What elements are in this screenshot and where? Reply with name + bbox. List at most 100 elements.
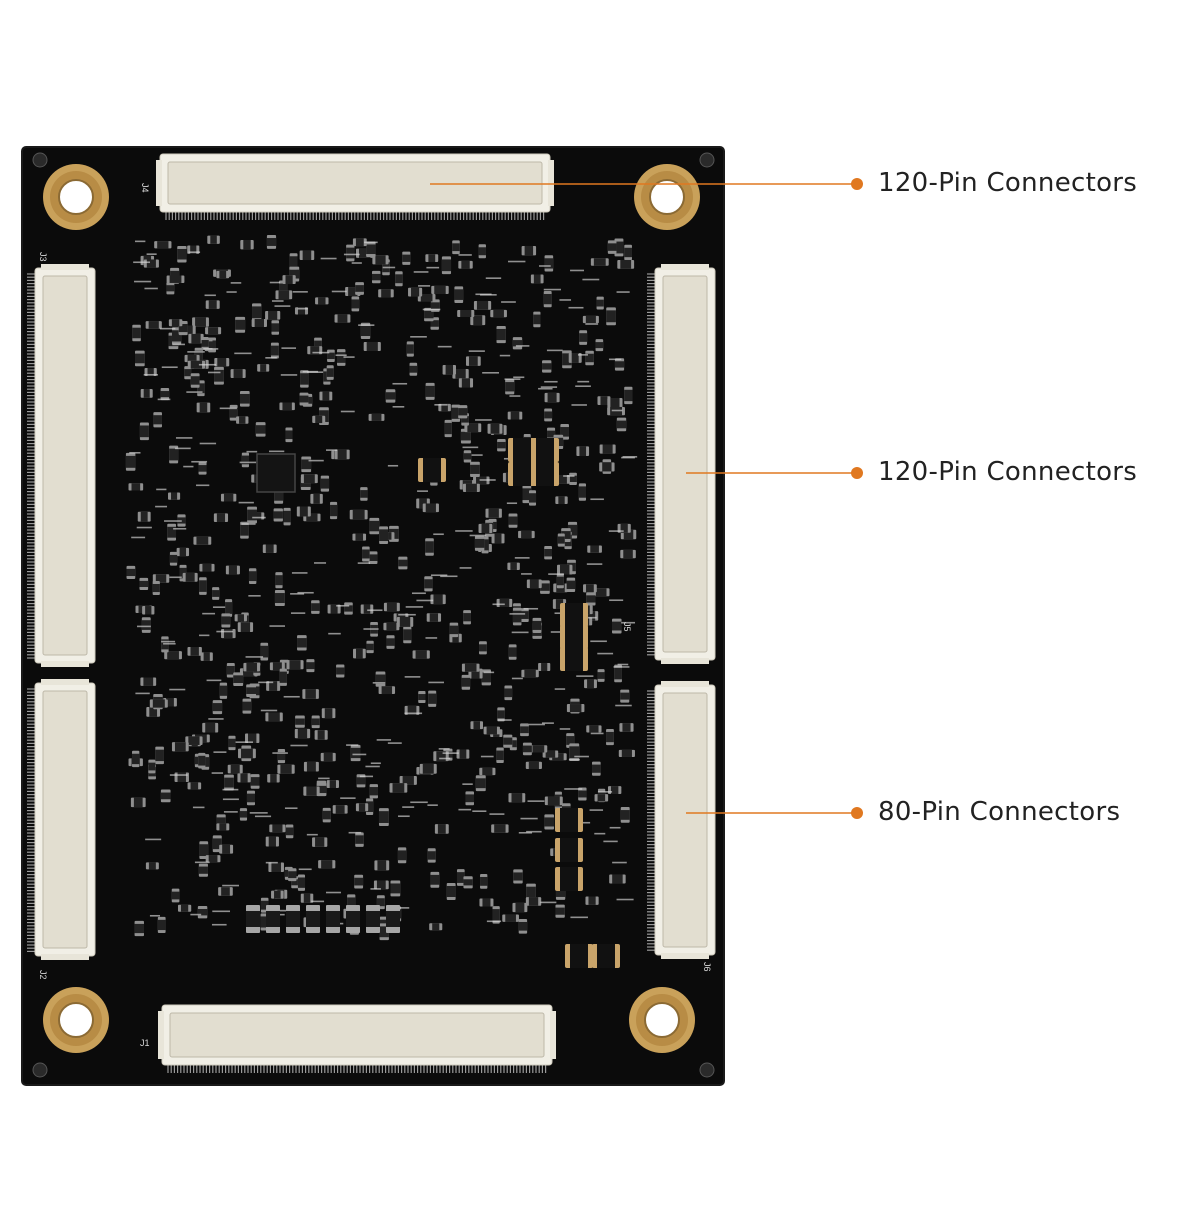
smd-part (182, 572, 198, 582)
silkscreen-mark (223, 811, 238, 813)
smd-part (268, 862, 284, 873)
smd-part (532, 617, 542, 633)
smd-part (431, 285, 449, 294)
smd-part (427, 848, 436, 863)
silkscreen-mark (521, 573, 532, 575)
silkscreen-mark (554, 688, 566, 690)
silkscreen-mark (370, 762, 381, 765)
silkscreen-mark (544, 380, 558, 383)
smd-part (199, 563, 215, 572)
smd-part (538, 663, 551, 672)
silkscreen-mark (357, 562, 371, 564)
silkscreen-mark (269, 450, 285, 453)
silkscreen-mark (616, 898, 634, 901)
smd-part (144, 367, 157, 376)
smd-part (474, 535, 485, 551)
smd-part (520, 723, 529, 737)
smd-part (389, 783, 408, 793)
smd-part (428, 690, 437, 707)
silkscreen-mark (336, 604, 350, 607)
smd-part (198, 462, 207, 475)
silkscreen-mark (526, 830, 542, 833)
smd-part (227, 764, 243, 774)
smd-part (140, 677, 157, 686)
silkscreen-mark (272, 752, 288, 754)
silkscreen-mark (157, 398, 171, 401)
smd-part (620, 689, 630, 703)
silkscreen-mark (475, 419, 492, 421)
smd-part (354, 874, 364, 889)
smd-part (592, 588, 610, 597)
silkscreen-mark (129, 451, 141, 454)
silkscreen-mark (343, 356, 355, 358)
smd-part (311, 600, 320, 614)
smd-part (569, 743, 580, 762)
smd-part (624, 386, 633, 405)
smd-part (128, 483, 144, 491)
silkscreen-mark (506, 502, 518, 505)
silkscreen-mark (271, 300, 284, 302)
silkscreen-mark (440, 575, 458, 578)
silkscreen-mark (192, 806, 205, 809)
smd-part (295, 715, 305, 728)
smd-part (141, 617, 151, 633)
silkscreen-mark (404, 676, 421, 678)
smd-part (504, 685, 513, 701)
smd-part (155, 746, 164, 765)
smd-part (592, 761, 601, 776)
smd-part (481, 669, 491, 686)
smd-part (239, 390, 250, 407)
smd-part (496, 747, 504, 764)
smd-part (247, 506, 257, 524)
smd-part (332, 805, 348, 814)
silkscreen-mark (308, 459, 324, 462)
fiducial-3 (32, 1062, 48, 1078)
smd-part (386, 635, 395, 649)
callout-leaders (430, 178, 863, 819)
smd-part (306, 659, 315, 673)
smd-part (242, 698, 252, 714)
silkscreen-mark (508, 260, 526, 263)
smd-part (246, 684, 257, 697)
silkscreen-mark (239, 461, 257, 464)
smd-part (199, 841, 209, 860)
silkscreen-mark (609, 599, 624, 602)
smd-part (230, 369, 246, 379)
smd-part (352, 533, 367, 541)
label-j1: J1 (140, 1038, 150, 1048)
smd-part (395, 271, 403, 287)
smd-part (334, 314, 351, 323)
smd-part (297, 635, 307, 651)
silkscreen-mark (149, 914, 161, 917)
silkscreen-mark (230, 282, 242, 284)
mounting-hole-1 (43, 164, 109, 230)
connector-j1-bottom (158, 1004, 556, 1073)
silkscreen-mark (492, 603, 505, 606)
silkscreen-mark (204, 294, 216, 297)
smd-part (403, 626, 412, 644)
smd-part (199, 577, 207, 595)
silkscreen-mark (331, 290, 347, 293)
silkscreen-mark (398, 613, 416, 616)
silkscreen-mark (161, 366, 178, 369)
smd-part (425, 254, 439, 263)
smd-part (383, 622, 400, 631)
smd-part (266, 681, 281, 691)
smd-part (294, 728, 311, 739)
smd-part (426, 613, 442, 622)
connector-j5-right (647, 264, 716, 664)
silkscreen-mark (417, 490, 428, 492)
smd-part (430, 594, 446, 605)
smd-part (319, 391, 333, 401)
smd-part (478, 523, 493, 534)
silkscreen-mark (621, 456, 635, 459)
fiducial-2 (699, 152, 715, 168)
smd-part (233, 672, 244, 687)
smd-part (372, 270, 381, 284)
silkscreen-mark (254, 815, 272, 818)
silkscreen-mark (513, 376, 525, 379)
smd-part (595, 339, 604, 352)
leader-dot-right-lower (851, 807, 863, 819)
smd-part (452, 240, 460, 255)
smd-part (397, 847, 407, 864)
